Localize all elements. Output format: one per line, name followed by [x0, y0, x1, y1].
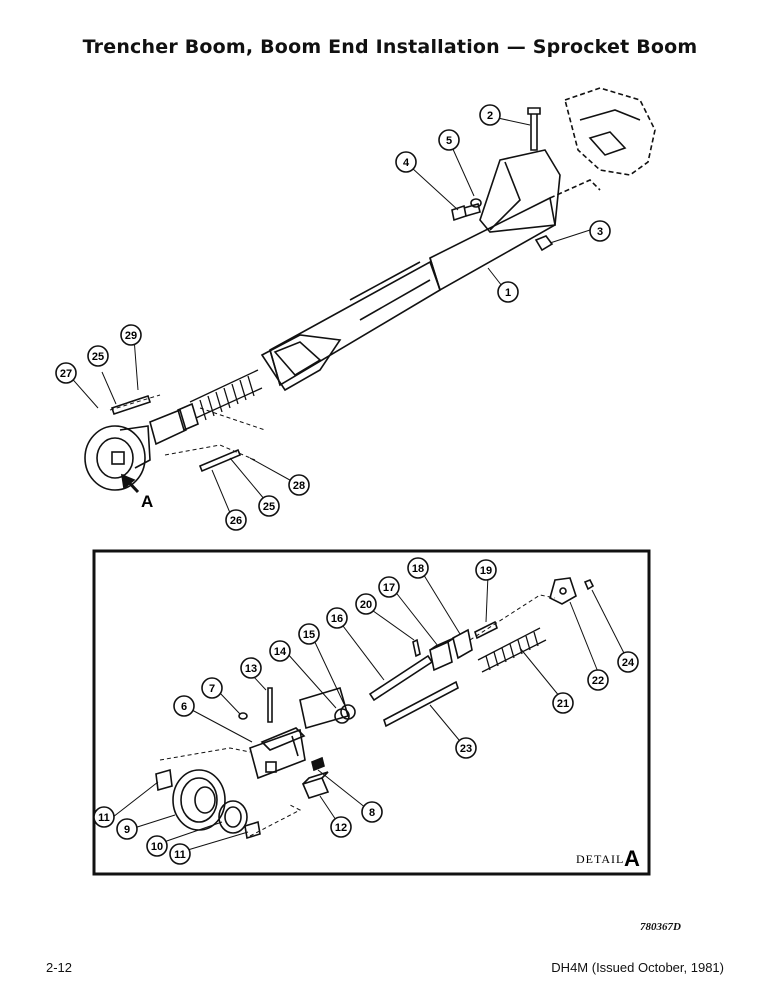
svg-text:9: 9: [124, 824, 130, 836]
callout-5: 5: [438, 129, 460, 151]
callout-3: 3: [589, 220, 611, 242]
callout-27: 27: [55, 362, 77, 384]
detail-label-word: DETAIL: [576, 852, 624, 866]
svg-text:15: 15: [303, 629, 315, 641]
callout-10: 10: [146, 835, 168, 857]
svg-text:11: 11: [98, 812, 110, 824]
callout-29: 29: [120, 324, 142, 346]
callout-11-bottom: 11: [169, 843, 191, 865]
callout-25-upper: 25: [87, 345, 109, 367]
svg-text:2: 2: [487, 110, 493, 122]
svg-text:25: 25: [92, 351, 104, 363]
callout-1: 1: [497, 281, 519, 303]
callout-25-lower: 25: [258, 495, 280, 517]
svg-text:13: 13: [245, 663, 257, 675]
svg-text:3: 3: [597, 226, 603, 238]
svg-text:12: 12: [335, 822, 347, 834]
svg-text:17: 17: [383, 582, 395, 594]
boom-assembly: [84, 87, 656, 494]
callout-13: 13: [240, 657, 262, 679]
detail-leaders: [112, 571, 629, 853]
svg-text:18: 18: [412, 563, 424, 575]
callout-7: 7: [201, 677, 223, 699]
callout-18: 18: [407, 557, 429, 579]
svg-text:24: 24: [622, 657, 635, 669]
page-number: 2-12: [46, 960, 73, 975]
svg-text:22: 22: [592, 675, 604, 687]
callout-2: 2: [479, 104, 501, 126]
detail-callouts: 6 7 8 9 10 11 11 12: [93, 557, 639, 865]
svg-text:7: 7: [209, 683, 215, 695]
document-id: DH4M (Issued October, 1981): [551, 960, 724, 975]
callout-16: 16: [326, 607, 348, 629]
drawing-code: 780367D: [640, 921, 681, 933]
callout-24: 24: [617, 651, 639, 673]
callout-15: 15: [298, 623, 320, 645]
svg-text:28: 28: [293, 480, 305, 492]
detail-frame: [92, 549, 651, 876]
view-marker-a: A: [141, 492, 153, 511]
callout-22: 22: [587, 669, 609, 691]
svg-text:11: 11: [174, 849, 186, 861]
callout-26: 26: [225, 509, 247, 531]
svg-text:6: 6: [181, 701, 187, 713]
svg-text:16: 16: [331, 613, 343, 625]
svg-text:8: 8: [369, 807, 375, 819]
svg-text:1: 1: [505, 287, 511, 299]
callout-12: 12: [330, 816, 352, 838]
callout-21: 21: [552, 692, 574, 714]
svg-text:5: 5: [446, 135, 452, 147]
svg-text:29: 29: [125, 330, 137, 342]
callout-17: 17: [378, 576, 400, 598]
detail-assembly: [155, 577, 595, 840]
svg-text:10: 10: [151, 841, 163, 853]
svg-text:25: 25: [263, 501, 275, 513]
callout-28: 28: [288, 474, 310, 496]
svg-text:20: 20: [360, 599, 372, 611]
svg-text:26: 26: [230, 515, 242, 527]
callout-9: 9: [116, 818, 138, 840]
callout-20: 20: [355, 593, 377, 615]
callout-23: 23: [455, 737, 477, 759]
svg-text:21: 21: [557, 698, 569, 710]
detail-label-letter: A: [624, 846, 640, 871]
callout-4: 4: [395, 151, 417, 173]
callout-11-left: 11: [93, 806, 115, 828]
callout-14: 14: [269, 640, 291, 662]
svg-text:4: 4: [403, 157, 410, 169]
page-title: Trencher Boom, Boom End Installation — S…: [82, 36, 698, 58]
callout-19: 19: [475, 559, 497, 581]
svg-text:23: 23: [460, 743, 472, 755]
svg-text:19: 19: [480, 565, 492, 577]
callout-6: 6: [173, 695, 195, 717]
svg-text:27: 27: [60, 368, 72, 380]
upper-callouts: 1 2 3 4 5 25 26 27: [55, 104, 611, 531]
svg-text:14: 14: [274, 646, 287, 658]
callout-8: 8: [361, 801, 383, 823]
